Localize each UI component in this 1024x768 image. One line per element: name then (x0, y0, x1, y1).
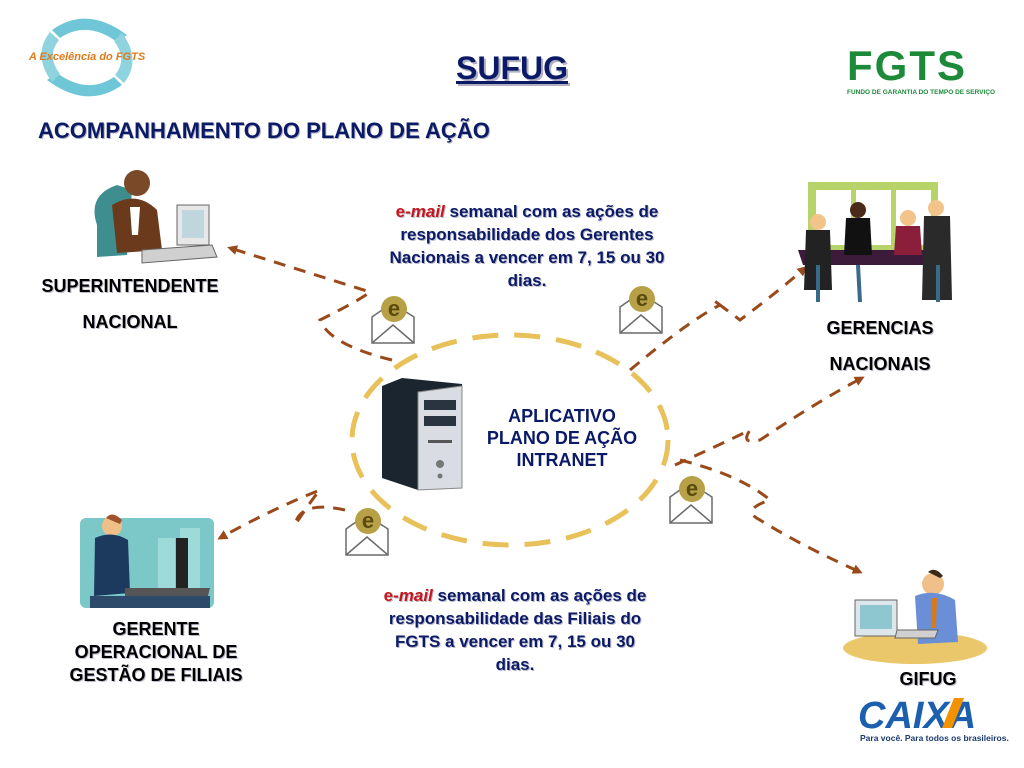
caixa-logo: CAIXA Para você. Para todos os brasileir… (856, 692, 1016, 747)
server-computer-icon (382, 378, 463, 491)
note-top: e-mail semanal com as ações de responsab… (352, 200, 702, 292)
svg-text:e: e (636, 286, 648, 311)
excelencia-logo-text: A Excelência do FGTS (28, 51, 146, 63)
node-gerente-line3: GESTÃO DE FILIAIS (69, 665, 243, 685)
note-top-line3: Nacionais a vencer em 7, 15 ou 30 (389, 248, 665, 267)
email-icon-4: e (345, 508, 389, 556)
node-gerente-line1: GERENTE (112, 619, 200, 639)
center-ellipse (349, 332, 671, 548)
arrow-to-gerencias-2 (674, 376, 865, 467)
note-bottom-line4: dias. (495, 655, 535, 674)
gifug-illustration (843, 569, 987, 664)
page-title: SUFUG (456, 50, 568, 86)
note-top-line1: semanal com as ações de (444, 202, 659, 221)
node-gerencias: GERENCIAS NACIONAIS (790, 310, 970, 382)
note-bottom-prefix: e- (383, 586, 399, 605)
superintendente-illustration (80, 163, 220, 271)
app-label: APLICATIVO PLANO DE AÇÃO INTRANET (462, 405, 662, 471)
node-superintendente: SUPERINTENDENTE NACIONAL (10, 268, 250, 340)
page-subtitle: ACOMPANHAMENTO DO PLANO DE AÇÃO (38, 118, 490, 143)
svg-text:e: e (362, 508, 374, 533)
fgts-logo-text: FGTS (847, 42, 967, 89)
email-icon-2: e (619, 286, 663, 334)
note-top-prefix: e- (395, 202, 411, 221)
note-bottom: e-mail semanal com as ações de responsab… (340, 584, 690, 676)
app-label-line1: APLICATIVO (508, 406, 616, 426)
note-top-italic: mail (410, 202, 445, 221)
note-bottom-line1: semanal com as ações de (432, 586, 647, 605)
arrow-to-gerencias (629, 266, 808, 372)
note-top-line2: responsabilidade dos Gerentes (400, 225, 654, 244)
node-gerente: GERENTE OPERACIONAL DE GESTÃO DE FILIAIS (20, 618, 292, 687)
email-icon-1: e (371, 296, 415, 344)
arrow-to-superintendente (227, 245, 393, 362)
caixa-slogan: Para você. Para todos os brasileiros. (860, 733, 1009, 743)
svg-text:e: e (388, 296, 400, 321)
email-icon-3: e (669, 476, 713, 524)
note-top-line4: dias. (507, 271, 547, 290)
gerente-illustration (80, 514, 214, 608)
gerencias-illustration (798, 182, 952, 303)
svg-text:e: e (686, 476, 698, 501)
excelencia-logo: A Excelência do FGTS (12, 10, 162, 105)
note-bottom-line3: FGTS a vencer em 7, 15 ou 30 (394, 632, 635, 651)
fgts-logo-subtext: FUNDO DE GARANTIA DO TEMPO DE SERVIÇO (847, 89, 995, 96)
arrow-to-gifug (679, 458, 863, 574)
note-bottom-line2: responsabilidade das Filiais do (388, 609, 642, 628)
node-superintendente-line1: SUPERINTENDENTE (41, 276, 219, 296)
node-gifug: GIFUG (868, 668, 988, 691)
app-label-line2: PLANO DE AÇÃO (486, 428, 638, 448)
node-gerencias-line2: NACIONAIS (829, 354, 931, 374)
arrow-to-gerente (217, 488, 346, 540)
node-gerente-line2: OPERACIONAL DE (74, 642, 238, 662)
node-gifug-line1: GIFUG (899, 669, 957, 689)
note-bottom-italic: mail (398, 586, 433, 605)
node-superintendente-line2: NACIONAL (82, 312, 178, 332)
fgts-logo: FGTS FUNDO DE GARANTIA DO TEMPO DE SERVI… (845, 42, 1000, 97)
node-gerencias-line1: GERENCIAS (826, 318, 934, 338)
app-label-line3: INTRANET (516, 450, 608, 470)
